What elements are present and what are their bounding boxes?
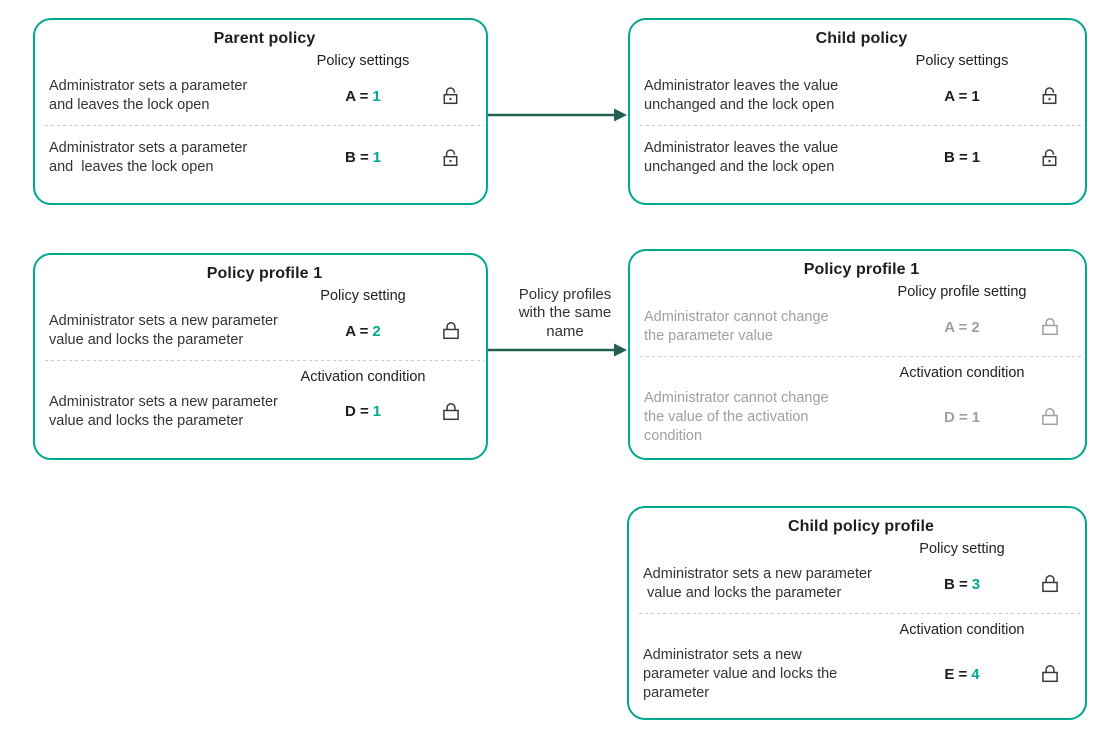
row-description: Administrator sets a new parameter value…: [49, 393, 278, 429]
box-title: Child policy: [815, 30, 908, 47]
box-title: Policy profile 1: [803, 261, 920, 278]
row-description: Administrator sets a new parameter value…: [643, 646, 838, 702]
section-header: Policy settings: [915, 53, 1009, 69]
box-title: Parent policy: [213, 30, 316, 47]
row-description: Administrator cannot change the value of…: [644, 389, 829, 445]
parameter-value: A =2: [345, 322, 381, 340]
parameter-value: B =3: [943, 575, 981, 593]
dashed-divider: [45, 359, 484, 361]
policy-row: Administrator sets a new parameter value…: [49, 393, 480, 432]
policy-row: Administrator sets a parameter and leave…: [49, 139, 480, 178]
policy-row: Administrator leaves the value unchanged…: [644, 77, 1079, 116]
parameter-value: D =1: [943, 408, 981, 426]
section-header-row: Policy settings: [49, 53, 480, 69]
section-header: Policy setting: [320, 288, 406, 304]
section-header-row: Activation condition: [49, 369, 480, 385]
section-header-row: Policy setting: [643, 541, 1079, 557]
policy-row: Administrator sets a new parameter value…: [49, 312, 480, 351]
dashed-divider: [640, 355, 1083, 357]
section-header-row: Policy profile setting: [644, 284, 1079, 300]
closed-lock-icon: [1021, 663, 1079, 685]
section-header-row: Policy settings: [644, 53, 1079, 69]
child-policy-box: Child policy Policy settings Administrat…: [628, 18, 1087, 205]
row-description: Administrator cannot change the paramete…: [644, 309, 829, 345]
closed-lock-icon: [422, 401, 480, 423]
open-lock-icon: [422, 147, 480, 169]
parameter-value: B =1: [943, 149, 981, 167]
policy-row: Administrator cannot change the value of…: [644, 389, 1079, 447]
policy-row: Administrator sets a parameter and leave…: [49, 77, 480, 116]
row-description: Administrator sets a new parameter value…: [643, 566, 872, 602]
section-header-row: Activation condition: [643, 622, 1079, 638]
child-policy-profile-box: Child policy profile Policy setting Admi…: [627, 506, 1087, 720]
section-header-row: Policy setting: [49, 288, 480, 304]
child-policy-profile-1-box: Policy profile 1 Policy profile setting …: [628, 249, 1087, 460]
open-lock-icon: [1021, 147, 1079, 169]
dashed-divider: [640, 124, 1083, 126]
row-description: Administrator sets a parameter and leave…: [49, 78, 248, 114]
parameter-value: D =1: [344, 403, 382, 421]
closed-lock-icon: [1021, 406, 1079, 428]
policy-row: Administrator cannot change the paramete…: [644, 308, 1079, 347]
parent-policy-box: Parent policy Policy settings Administra…: [33, 18, 488, 205]
dashed-divider: [45, 124, 484, 126]
parameter-value: A =1: [345, 87, 381, 105]
policy-row: Administrator sets a new parameter value…: [643, 646, 1079, 704]
closed-lock-icon: [1021, 316, 1079, 338]
policy-profile-1-box: Policy profile 1 Policy setting Administ…: [33, 253, 488, 460]
parameter-value: E =4: [944, 665, 980, 683]
box-title: Policy profile 1: [206, 265, 323, 282]
row-description: Administrator leaves the value unchanged…: [644, 78, 839, 114]
arrow-parent-to-child-policy: [488, 108, 627, 122]
parameter-value: B =1: [344, 149, 382, 167]
parameter-value: A =2: [944, 318, 980, 336]
parameter-value: A =1: [944, 87, 980, 105]
connector-label: Policy profiles with the same name: [518, 286, 612, 340]
section-header: Activation condition: [899, 621, 1025, 638]
row-description: Administrator leaves the value unchanged…: [644, 139, 839, 175]
section-header: Policy settings: [316, 53, 410, 69]
section-header: Activation condition: [899, 364, 1025, 381]
open-lock-icon: [422, 85, 480, 107]
section-header: Policy profile setting: [897, 284, 1027, 300]
policy-row: Administrator leaves the value unchanged…: [644, 139, 1079, 178]
arrow-profile-to-child-profile: [488, 343, 627, 357]
open-lock-icon: [1021, 85, 1079, 107]
section-header: Policy setting: [919, 541, 1005, 557]
row-description: Administrator sets a new parameter value…: [49, 313, 278, 349]
box-title: Child policy profile: [787, 518, 934, 535]
dashed-divider: [639, 612, 1083, 614]
policy-row: Administrator sets a new parameter value…: [643, 565, 1079, 604]
closed-lock-icon: [1021, 573, 1079, 595]
section-header: Activation condition: [300, 368, 426, 385]
section-header-row: Activation condition: [644, 365, 1079, 381]
row-description: Administrator sets a parameter and leave…: [49, 139, 248, 175]
closed-lock-icon: [422, 320, 480, 342]
